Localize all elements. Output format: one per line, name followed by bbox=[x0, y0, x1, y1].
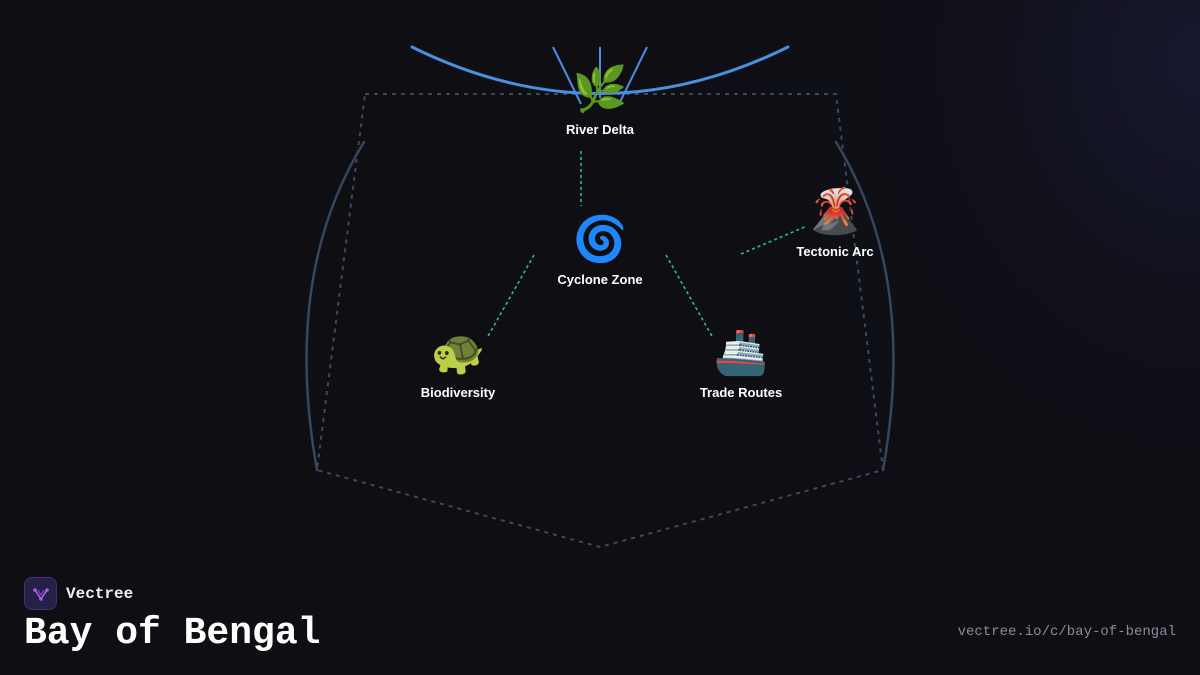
top-ray-left bbox=[552, 46, 582, 105]
page-title: Bay of Bengal bbox=[24, 612, 321, 655]
brand[interactable]: Vectree bbox=[24, 577, 133, 610]
vectree-logo-icon bbox=[24, 577, 57, 610]
plant-icon: 🌿 bbox=[572, 64, 628, 115]
page-url[interactable]: vectree.io/c/bay-of-bengal bbox=[957, 624, 1176, 640]
right-arc bbox=[834, 140, 895, 472]
node-river-delta[interactable]: 🌿 River Delta bbox=[566, 64, 634, 137]
brand-name: Vectree bbox=[66, 584, 134, 603]
node-trade-routes[interactable]: 🚢 Trade Routes bbox=[700, 327, 782, 400]
node-label: Tectonic Arc bbox=[796, 244, 874, 259]
node-label: Trade Routes bbox=[699, 385, 783, 400]
edge-cyclone-zone-trade-routes bbox=[665, 254, 714, 339]
node-label: Cyclone Zone bbox=[557, 272, 643, 287]
top-ray-right bbox=[618, 46, 648, 105]
node-label: Biodiversity bbox=[420, 385, 496, 400]
volcano-icon: 🌋 bbox=[807, 186, 863, 237]
node-label: River Delta bbox=[566, 122, 634, 137]
cyclone-icon: 🌀 bbox=[572, 214, 628, 265]
node-cyclone-zone[interactable]: 🌀 Cyclone Zone bbox=[557, 214, 642, 287]
node-biodiversity[interactable]: 🐢 Biodiversity bbox=[421, 327, 495, 400]
left-arc bbox=[305, 140, 366, 472]
node-tectonic-arc[interactable]: 🌋 Tectonic Arc bbox=[796, 186, 873, 259]
turtle-icon: 🐢 bbox=[430, 327, 486, 378]
edge-cyclone-zone-biodiversity bbox=[486, 254, 535, 339]
ship-icon: 🚢 bbox=[713, 327, 769, 378]
shield-outline bbox=[315, 93, 885, 549]
